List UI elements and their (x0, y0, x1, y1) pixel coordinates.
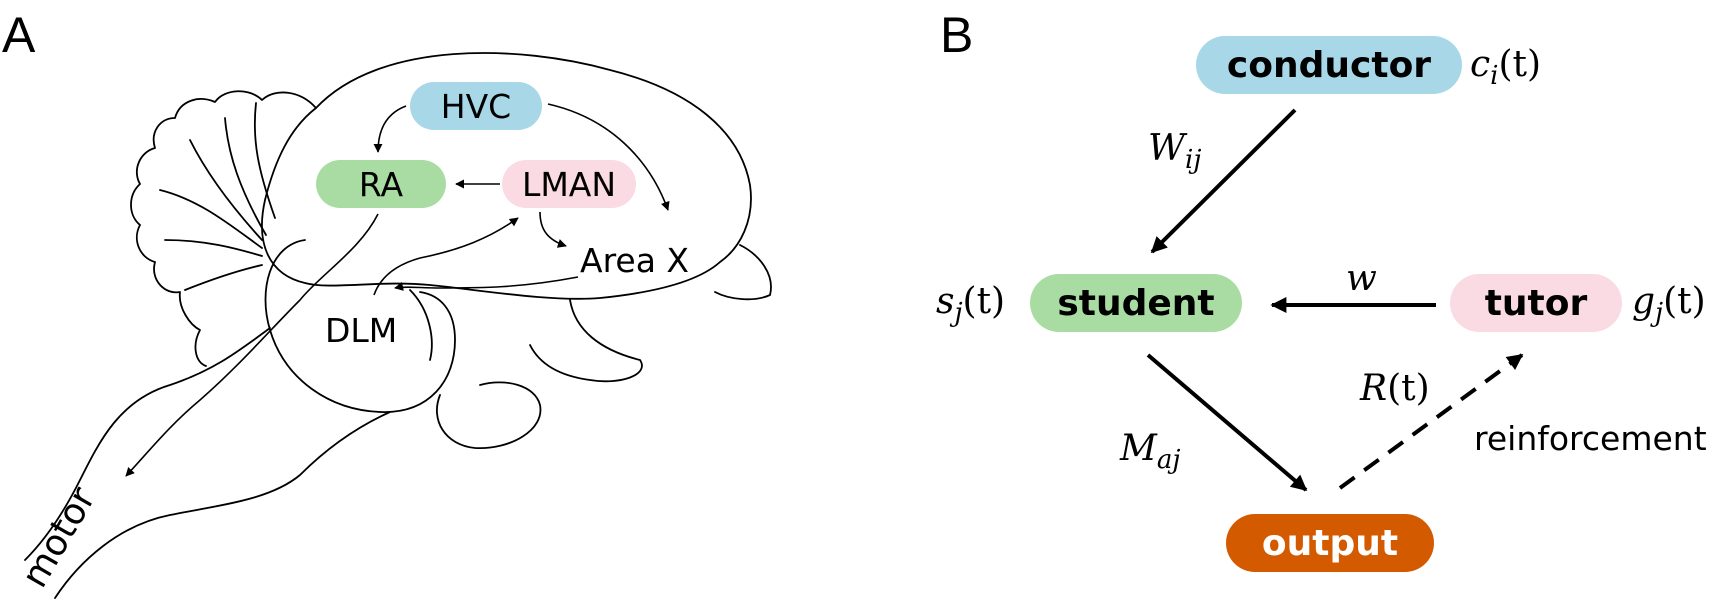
conductor-signal: ci(t) (1470, 44, 1541, 91)
hvc-label: HVC (441, 87, 511, 126)
conductor-pill (1196, 36, 1462, 94)
panel-a-label: A (2, 7, 36, 63)
tutor-student-weight: w (1346, 258, 1377, 299)
brain-outline (24, 52, 772, 599)
hvc-node: HVC (410, 82, 542, 130)
lman-to-area-x-arrow (539, 211, 567, 248)
lman-node: LMAN (502, 160, 636, 208)
output-node: output (1226, 514, 1434, 572)
output-label: output (1262, 523, 1398, 564)
student-node: student (1030, 274, 1242, 332)
tutor-pill (1450, 274, 1622, 332)
student-signal: sj(t) (936, 281, 1005, 328)
hvc-to-ra-arrow (373, 105, 407, 153)
panel-a-connections (125, 103, 670, 477)
ra-pill (316, 160, 446, 208)
output-pill (1226, 514, 1434, 572)
tutor-label: tutor (1485, 283, 1588, 324)
reinforcement-arrow (1338, 353, 1524, 490)
dlm-to-lman-arrow (373, 217, 519, 296)
conductor-label: conductor (1227, 45, 1431, 86)
conductor-student-weight: Wij (1148, 128, 1201, 175)
tutor-node: tutor (1450, 274, 1622, 332)
panel-b-label: B (940, 7, 973, 63)
student-pill (1030, 274, 1242, 332)
ra-label: RA (359, 165, 404, 204)
hvc-pill (410, 82, 542, 130)
student-output-weight: Maj (1119, 428, 1180, 475)
ra-node: RA (316, 160, 446, 208)
tutor-signal: gj(t) (1632, 281, 1706, 328)
area-x-to-dlm-arrow (394, 276, 579, 291)
ra-to-motor-arrow (125, 213, 379, 477)
lman-label: LMAN (522, 165, 616, 204)
reinforcement-label: reinforcement (1474, 419, 1707, 458)
conductor-node: conductor (1196, 36, 1462, 94)
conductor-to-student-arrow (1150, 108, 1297, 254)
panel-b-connections (1146, 108, 1524, 492)
lman-pill (502, 160, 636, 208)
student-to-output-arrow (1146, 353, 1308, 492)
student-label: student (1057, 283, 1214, 324)
area-x-label: Area X (580, 241, 689, 280)
reward-signal: R(t) (1359, 368, 1430, 409)
hvc-to-area-x-arrow (547, 103, 670, 211)
motor-label: motor (14, 480, 104, 594)
dlm-label: DLM (325, 311, 397, 350)
